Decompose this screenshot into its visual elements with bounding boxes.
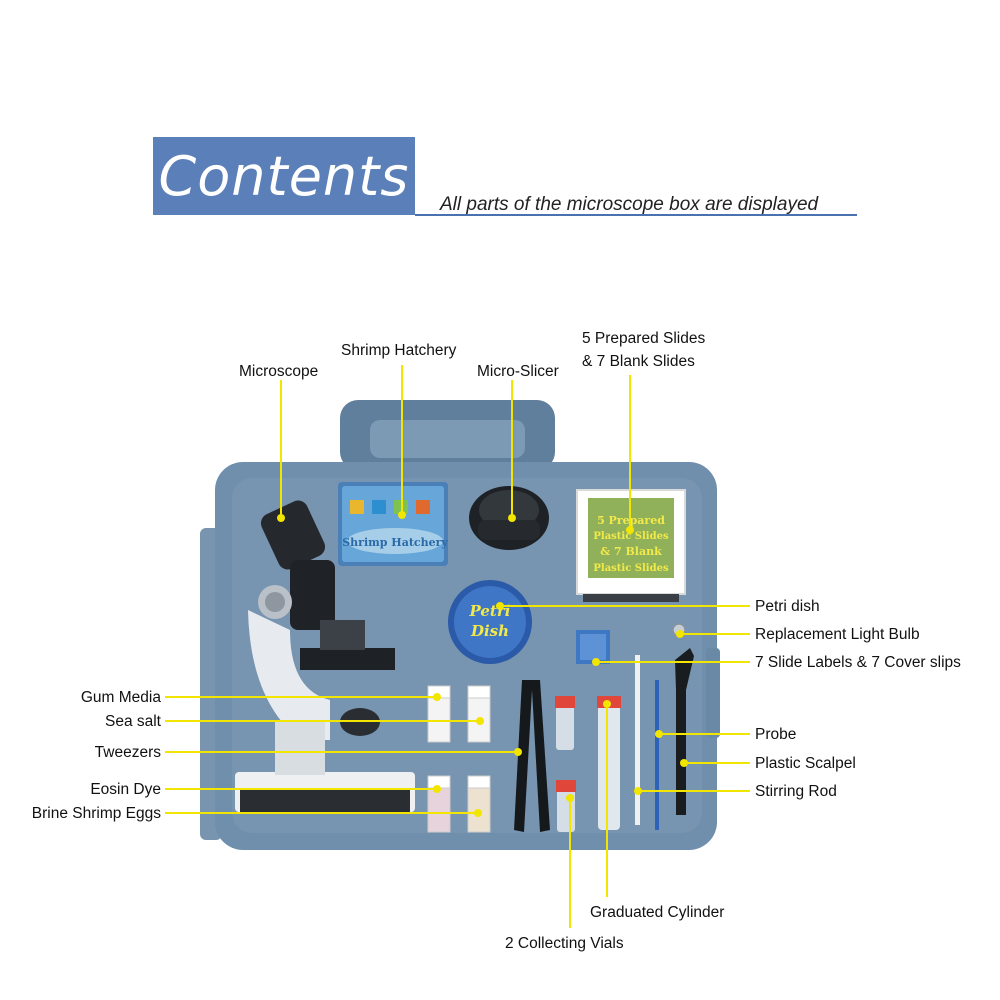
label-stirring-rod: Stirring Rod [755, 783, 837, 800]
svg-text:Plastic Slides: Plastic Slides [593, 531, 669, 542]
label-microscope: Microscope [239, 363, 319, 380]
graduated-cylinder [597, 696, 621, 830]
eosin-dye-vial [427, 775, 451, 833]
slide-labels-pack [576, 630, 610, 664]
page-title: Contents [158, 144, 410, 208]
label-eosin-dye: Eosin Dye [90, 781, 161, 798]
prepared-slides-box: 5 Prepared Plastic Slides & 7 Blank Plas… [576, 489, 686, 602]
svg-text:Petri: Petri [469, 602, 511, 620]
tweezers [514, 680, 550, 832]
label-graduated-cylinder: Graduated Cylinder [590, 904, 725, 921]
label-collecting-vials: 2 Collecting Vials [505, 935, 624, 952]
label-prepared-slides-line2: & 7 Blank Slides [582, 353, 695, 370]
label-slide-labels: 7 Slide Labels & 7 Cover slips [755, 654, 961, 671]
leader-dots [277, 511, 688, 817]
microscope [235, 500, 415, 812]
label-replacement-bulb: Replacement Light Bulb [755, 626, 920, 643]
svg-text:Dish: Dish [470, 622, 509, 640]
label-prepared-slides-line1: 5 Prepared Slides [582, 330, 706, 347]
subtitle-underline [415, 214, 857, 216]
case-handle-grip [370, 420, 525, 458]
page-subtitle: All parts of the microscope box are disp… [440, 194, 819, 215]
stirring-rod [635, 655, 640, 825]
label-micro-slicer: Micro-Slicer [477, 363, 559, 380]
label-gum-media: Gum Media [80, 689, 161, 706]
brine-shrimp-eggs-vial [467, 775, 491, 833]
plastic-scalpel [675, 648, 694, 815]
sea-salt-vial [467, 685, 491, 743]
label-tweezers: Tweezers [94, 744, 161, 761]
label-petri-dish: Petri dish [755, 598, 820, 615]
svg-text:Plastic Slides: Plastic Slides [593, 563, 669, 574]
label-probe: Probe [755, 726, 797, 743]
leader-lines [165, 365, 750, 928]
shrimp-hatchery: Shrimp Hatchery [338, 482, 448, 566]
case-latch [706, 648, 720, 738]
hatchery-box-text: Shrimp Hatchery [342, 536, 448, 549]
title-banner: Contents [153, 137, 415, 215]
petri-dish: Petri Dish [448, 580, 532, 664]
svg-text:& 7 Blank: & 7 Blank [600, 545, 662, 558]
label-sea-salt: Sea salt [104, 713, 161, 730]
label-shrimp-hatchery: Shrimp Hatchery [341, 342, 457, 359]
label-plastic-scalpel: Plastic Scalpel [755, 755, 856, 772]
probe [655, 680, 659, 830]
svg-text:5 Prepared: 5 Prepared [597, 514, 665, 527]
label-brine-shrimp-eggs: Brine Shrimp Eggs [31, 805, 161, 822]
